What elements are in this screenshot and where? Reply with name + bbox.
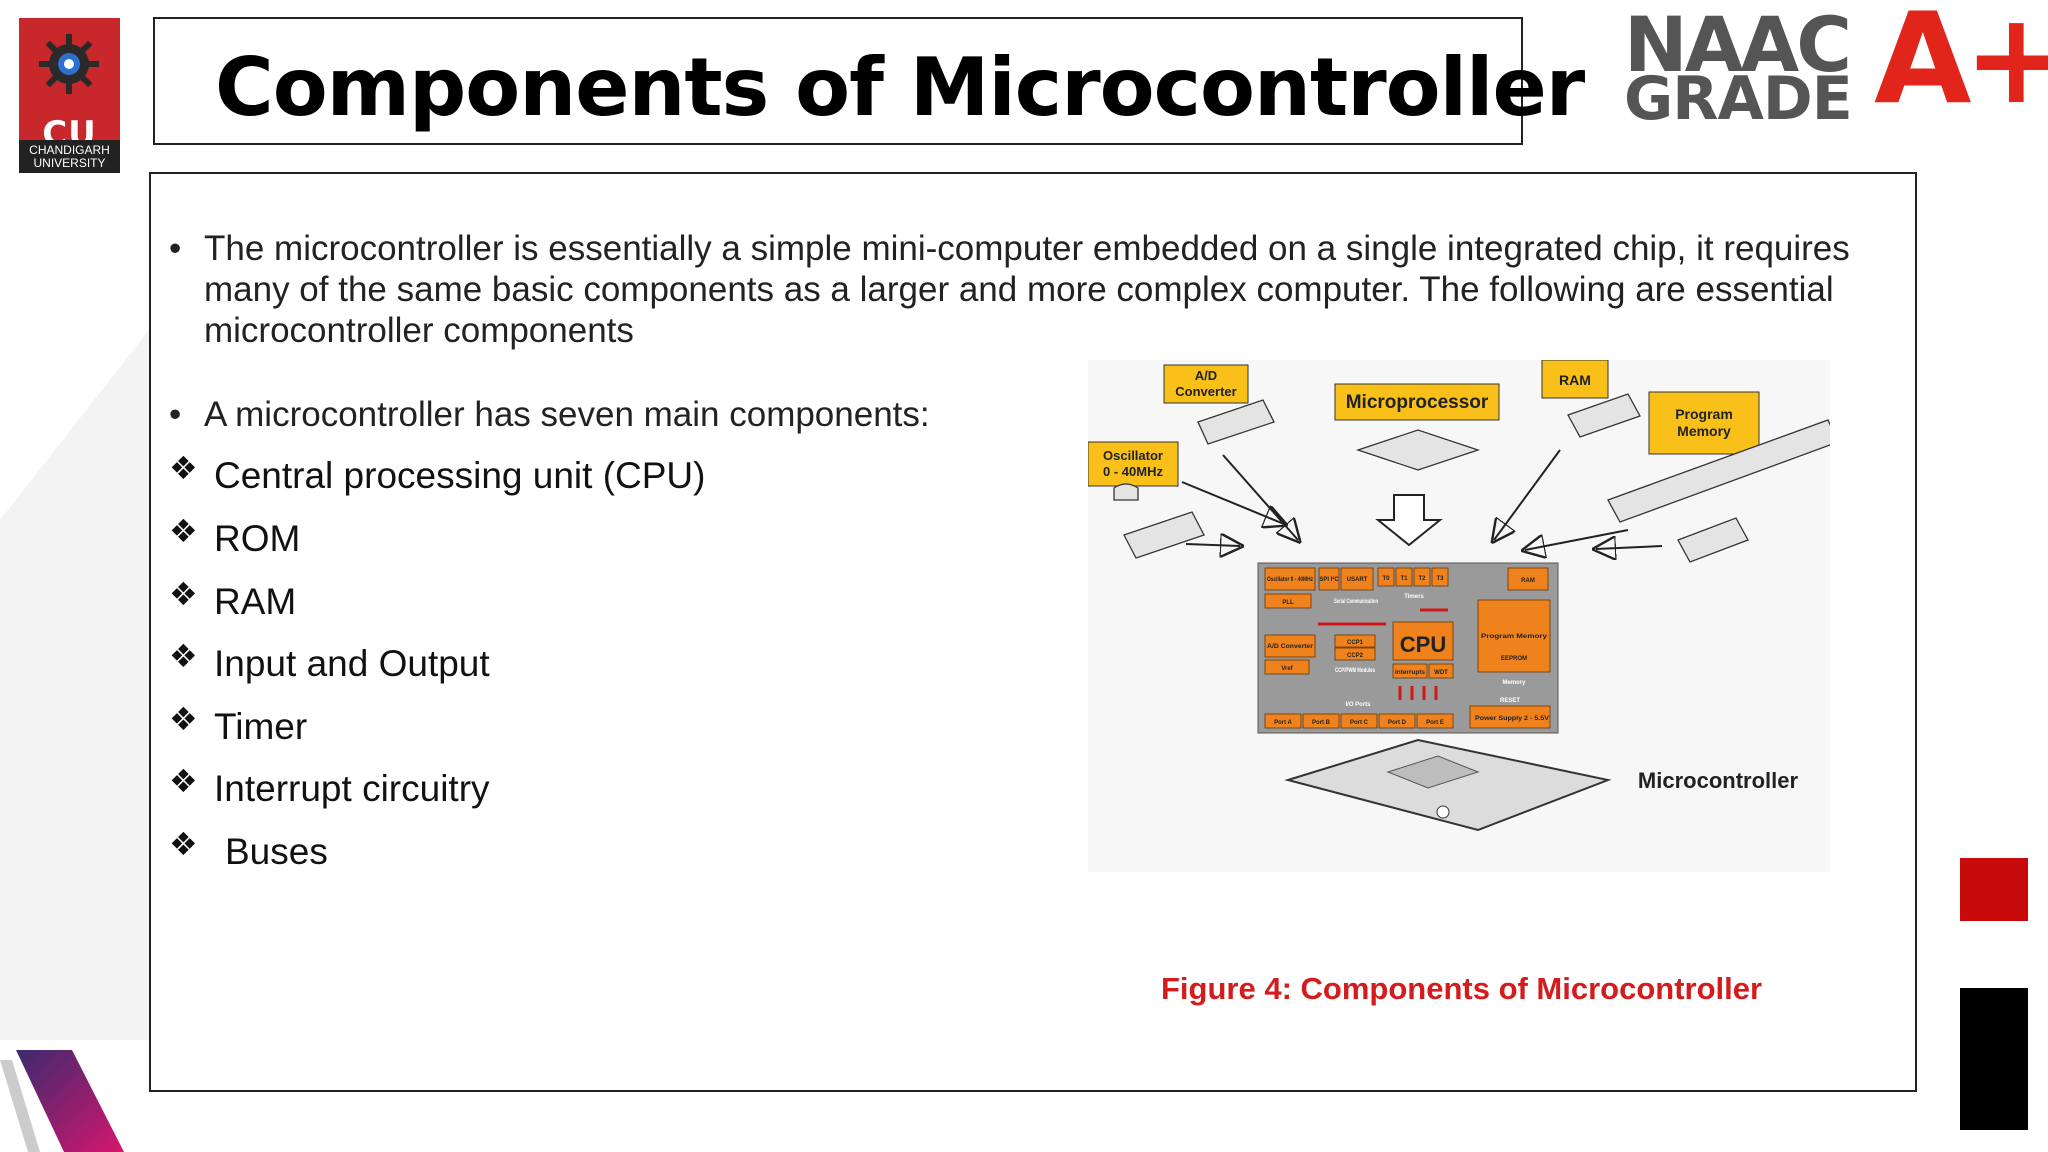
- die-label-ccp1: CCP1: [1347, 640, 1364, 646]
- university-logo: CU CHANDIGARH UNIVERSITY: [19, 18, 120, 173]
- label-ram: RAM: [1559, 372, 1591, 388]
- component-label: ROM: [214, 518, 301, 559]
- die-label-memory: Memory: [1502, 680, 1526, 686]
- die-label-interrupts: Interrupts: [1395, 670, 1426, 676]
- component-label: Central processing unit (CPU): [214, 455, 706, 496]
- bullet-icon: •: [169, 229, 182, 268]
- logo-university-name: CHANDIGARH UNIVERSITY: [19, 140, 120, 173]
- diamond-bullet-icon: ❖: [169, 826, 198, 862]
- decorative-red-square: [1960, 858, 2028, 921]
- grade-value: A+: [1874, 0, 2048, 132]
- label-program-1: Program: [1675, 406, 1733, 422]
- label-osc-2: 0 - 40MHz: [1103, 464, 1163, 479]
- title-box: Components of Microcontroller: [153, 17, 1585, 145]
- die-label-port-b: Port B: [1312, 720, 1331, 726]
- label-osc-1: Oscillator: [1103, 448, 1163, 463]
- die-label-eeprom: EEPROM: [1501, 656, 1527, 662]
- component-label: RAM: [214, 581, 297, 622]
- logo-name-line2: UNIVERSITY: [33, 156, 106, 170]
- die-label-serial: Serial Communication: [1334, 599, 1378, 605]
- diamond-bullet-icon: ❖: [169, 450, 198, 486]
- die-label-spi: SPI I²C: [1319, 576, 1339, 583]
- figure-caption: Figure 4: Components of Microcontroller: [1161, 971, 1763, 1006]
- decorative-black-bar: [1960, 988, 2028, 1130]
- diamond-bullet-icon: ❖: [169, 763, 198, 799]
- intro-paragraph: The microcontroller is essentially a sim…: [204, 229, 1850, 350]
- die-label-port-c: Port C: [1350, 720, 1369, 726]
- die-label-cpu: CPU: [1400, 632, 1446, 657]
- die-label-ccp2: CCP2: [1347, 653, 1364, 659]
- die-label-wdt: WDT: [1434, 670, 1448, 676]
- die-label-port-a: Port A: [1274, 720, 1292, 726]
- component-label: Buses: [225, 831, 328, 872]
- page-title: Components of Microcontroller: [215, 41, 1585, 134]
- bullet-icon: •: [169, 395, 182, 434]
- bus-arrows: [1318, 608, 1448, 700]
- component-label: Interrupt circuitry: [214, 768, 490, 809]
- diamond-bullet-icon: ❖: [169, 638, 198, 674]
- microcontroller-diagram: A/D Converter Microprocessor RAM Program…: [1088, 360, 1830, 872]
- die-label-io-ports: I/O Ports: [1345, 702, 1371, 708]
- die-label-t2: T2: [1418, 576, 1426, 582]
- label-microcontroller: Microcontroller: [1638, 768, 1799, 793]
- die-label-oscillator: Oscillator 0 - 40MHz: [1267, 577, 1313, 583]
- die-label-ccp-pwm: CCP/PWM Modules: [1335, 668, 1375, 674]
- gear-emblem-icon: [39, 34, 99, 94]
- die-label-t0: T0: [1382, 576, 1390, 582]
- die-label-power: Power Supply 2 - 5.5V: [1475, 716, 1549, 722]
- microcontroller-chip-icon: [1284, 738, 1612, 832]
- die-label-program-memory: Program Memory: [1481, 634, 1548, 640]
- die-label-port-d: Port D: [1388, 720, 1407, 726]
- die-label-t1: T1: [1400, 576, 1408, 582]
- label-ad-2: Converter: [1175, 384, 1236, 399]
- naac-grade-badge: NAAC GRADE A+: [1622, 0, 2048, 134]
- component-label: Input and Output: [214, 643, 490, 684]
- die-label-vref: Vref: [1281, 666, 1293, 672]
- die-label-timers: Timers: [1404, 594, 1424, 600]
- die-label-pll: PLL: [1282, 600, 1294, 606]
- diamond-bullet-icon: ❖: [169, 701, 198, 737]
- content-frame: • The microcontroller is essentially a s…: [149, 172, 1917, 1092]
- die-label-t3: T3: [1436, 576, 1444, 582]
- label-microprocessor: Microprocessor: [1346, 392, 1489, 413]
- down-arrow-icon: [1375, 494, 1443, 547]
- logo-name-line1: CHANDIGARH: [29, 143, 110, 157]
- arrow-icon: [1181, 449, 1663, 550]
- component-label: Timer: [214, 706, 308, 747]
- die-label-reset: RESET: [1500, 698, 1520, 704]
- die-label-usart: USART: [1347, 577, 1368, 583]
- naac-text: NAAC: [1624, 0, 1852, 89]
- label-ad-1: A/D: [1195, 368, 1217, 383]
- label-program-2: Memory: [1677, 423, 1731, 439]
- summary-paragraph: A microcontroller has seven main compone…: [204, 395, 930, 434]
- die-label-ram: RAM: [1521, 578, 1535, 584]
- diamond-bullet-icon: ❖: [169, 576, 198, 612]
- chip-icon: [1113, 393, 1830, 563]
- die-label-port-e: Port E: [1426, 720, 1444, 726]
- grade-text: GRADE: [1624, 64, 1853, 134]
- die-blocks: [1264, 567, 1551, 729]
- die-label-ad: A/D Converter: [1267, 644, 1314, 650]
- diamond-bullet-icon: ❖: [169, 513, 198, 549]
